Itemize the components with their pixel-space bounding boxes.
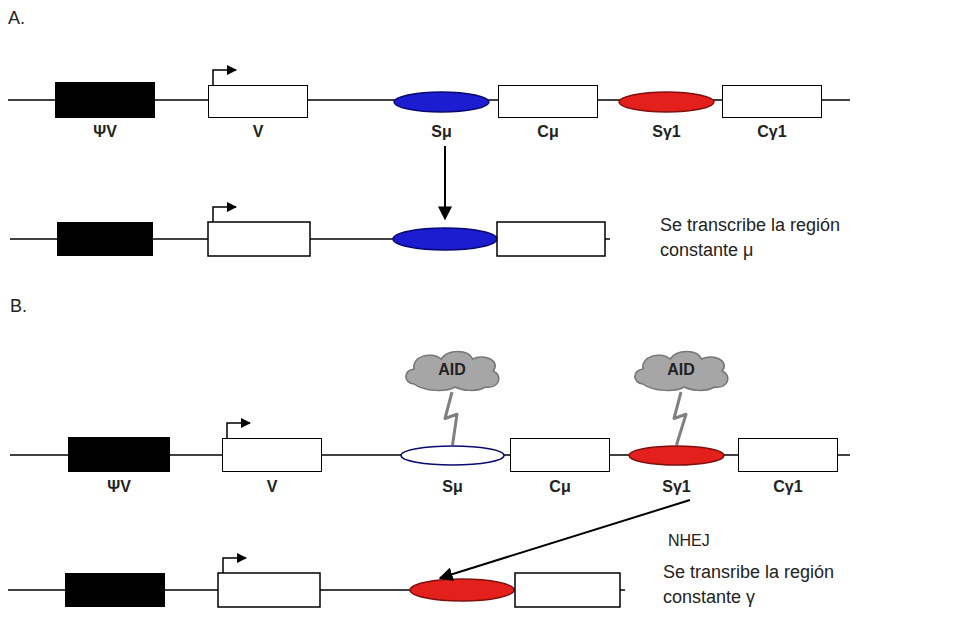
switch-region-outline (618, 91, 715, 113)
enzyme-label: AID (401, 348, 503, 392)
switch-region: Sμ (396, 445, 509, 499)
process-label: NHEJ (668, 528, 710, 553)
switch-region-outline (400, 445, 505, 466)
ellipse-shape (401, 446, 504, 465)
recombination-arrow (440, 500, 690, 578)
gene-box: V (204, 85, 312, 144)
panel-letter: B. (10, 294, 27, 319)
gene-box-outline (498, 85, 598, 118)
promoter-arrow (227, 423, 250, 438)
segment-label: Sγ1 (614, 122, 719, 142)
pseudogene-box: ΨV (64, 437, 174, 499)
gene-box-outline (510, 438, 610, 472)
gene-box (218, 573, 320, 607)
promoter-arrow (213, 207, 236, 222)
ellipse-shape (629, 446, 724, 465)
gene-box: Cγ1 (718, 85, 826, 144)
pseudogene-box-outline (68, 437, 170, 472)
enzyme-label: AID (630, 348, 732, 392)
enzyme-action-bolt (445, 392, 457, 445)
pseudogene-box (65, 573, 165, 607)
panel-letter: A. (8, 6, 25, 31)
pseudogene-box: ΨV (51, 82, 159, 144)
gene-box-outline (208, 85, 308, 118)
promoter-arrow (223, 558, 246, 573)
segment-label: Sμ (389, 122, 494, 142)
segment-label: ΨV (51, 122, 159, 142)
segment-label: Cμ (506, 477, 614, 497)
gene-box-outline (738, 438, 838, 472)
gene-box (497, 222, 605, 256)
pseudogene-box-outline (55, 82, 155, 118)
gene-box (208, 222, 310, 256)
annotation-text: Se transcribe la región constante μ (660, 213, 905, 263)
gene-box (515, 573, 620, 607)
ellipse-shape (394, 92, 489, 112)
switch-region: Sγ1 (614, 91, 719, 144)
gene-box: Cμ (494, 85, 602, 144)
switch-region (410, 579, 514, 601)
switch-region (393, 228, 497, 250)
annotation-text: Se transribe la región constante γ (663, 560, 908, 610)
enzyme-cloud: AID (630, 348, 732, 392)
segment-label: Cγ1 (734, 477, 842, 497)
gene-box-outline (722, 85, 822, 118)
ellipse-shape (619, 92, 714, 112)
switch-region: Sγ1 (624, 445, 729, 499)
gene-box: V (218, 438, 326, 499)
segment-label: Cμ (494, 122, 602, 142)
segment-label: ΨV (64, 477, 174, 497)
gene-box: Cμ (506, 438, 614, 499)
segment-label: V (204, 122, 312, 142)
segment-label: Sμ (396, 477, 509, 497)
switch-region: Sμ (389, 91, 494, 144)
gene-box: Cγ1 (734, 438, 842, 499)
pseudogene-box (57, 222, 153, 256)
segment-label: Sγ1 (624, 477, 729, 497)
enzyme-cloud: AID (401, 348, 503, 392)
switch-region-outline (628, 445, 725, 466)
segment-label: Cγ1 (718, 122, 826, 142)
recombination-arrow (444, 146, 446, 219)
gene-box-outline (222, 438, 322, 472)
switch-region-outline (393, 91, 490, 113)
promoter-arrow (213, 70, 236, 85)
segment-label: V (218, 477, 326, 497)
enzyme-action-bolt (674, 392, 686, 445)
